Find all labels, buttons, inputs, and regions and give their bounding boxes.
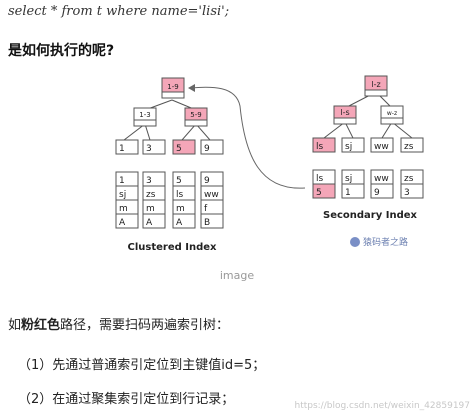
lookup-arrow bbox=[189, 86, 306, 189]
secondary-cell: 5 bbox=[316, 188, 322, 198]
secondary-cell: sj bbox=[345, 174, 352, 184]
wechat-icon bbox=[350, 236, 360, 247]
clustered-cell: A bbox=[119, 218, 126, 228]
secondary-leaf-keys: ls sj ww zs bbox=[312, 137, 424, 153]
secondary-mid-right-label: w-z bbox=[387, 110, 397, 117]
step-two: （2）在通过聚集索引定位到行记录； bbox=[18, 392, 235, 407]
clustered-cell: ls bbox=[176, 190, 184, 200]
secondary-cell: 1 bbox=[345, 188, 351, 198]
secondary-cell: zs bbox=[404, 174, 414, 184]
clustered-leaf-key: 5 bbox=[176, 144, 182, 154]
secondary-row-data bbox=[312, 169, 424, 199]
clustered-cell: ww bbox=[204, 190, 219, 200]
section-heading: 是如何执行的呢? bbox=[8, 43, 115, 59]
clustered-cell: 3 bbox=[146, 176, 152, 186]
clustered-root-label: 1-9 bbox=[167, 83, 178, 91]
secondary-root-label: l-z bbox=[371, 80, 380, 89]
clustered-leaf-key: 9 bbox=[204, 144, 210, 154]
paragraph-prefix: 如 bbox=[8, 318, 22, 333]
clustered-cell: 5 bbox=[176, 176, 182, 186]
clustered-row-data bbox=[115, 171, 224, 229]
secondary-cell: ww bbox=[374, 174, 389, 184]
secondary-leaf-key: ls bbox=[316, 142, 324, 152]
url-watermark: https://blog.csdn.net/weixin_42859197 bbox=[294, 401, 470, 411]
clustered-cell: 1 bbox=[119, 176, 125, 186]
arrow-head-icon bbox=[188, 84, 195, 92]
sql-query: select * from t where name='lisi'; bbox=[8, 4, 230, 19]
clustered-cell: sj bbox=[119, 190, 126, 200]
secondary-cell: ls bbox=[316, 174, 324, 184]
secondary-cell: 9 bbox=[374, 188, 380, 198]
secondary-cell: 3 bbox=[404, 188, 410, 198]
clustered-cell: B bbox=[204, 218, 210, 228]
clustered-leaf-key: 3 bbox=[146, 144, 152, 154]
secondary-index-tree bbox=[323, 91, 413, 139]
paragraph-path: 如粉红色路径，需要扫码两遍索引树： bbox=[8, 314, 229, 333]
secondary-index-label: Secondary Index bbox=[323, 210, 418, 221]
clustered-cell: 9 bbox=[204, 176, 210, 186]
secondary-leaf-key: ww bbox=[374, 142, 389, 152]
clustered-cell: m bbox=[176, 204, 185, 214]
clustered-cell: A bbox=[146, 218, 153, 228]
clustered-leaf-keys: 1 3 5 9 bbox=[115, 139, 224, 155]
clustered-leaf-key: 1 bbox=[119, 144, 125, 154]
brand-mark: 猿码者之路 bbox=[350, 235, 408, 248]
clustered-cell: f bbox=[204, 204, 208, 214]
clustered-cell: A bbox=[176, 218, 183, 228]
paragraph-suffix: 路径，需要扫码两遍索引树： bbox=[60, 318, 230, 333]
clustered-cell: zs bbox=[146, 190, 156, 200]
image-caption: image bbox=[219, 269, 255, 282]
brand-text: 猿码者之路 bbox=[363, 238, 409, 248]
clustered-mid-right-label: 5-9 bbox=[190, 111, 201, 119]
secondary-leaf-key: sj bbox=[345, 142, 352, 152]
secondary-leaf-key: zs bbox=[404, 142, 414, 152]
index-diagram: 1-9 1-3 5-9 1 3 5 9 bbox=[0, 66, 474, 266]
clustered-cell: m bbox=[146, 204, 155, 214]
clustered-cell: m bbox=[119, 204, 128, 214]
secondary-mid-left-label: l-s bbox=[340, 108, 349, 117]
paragraph-highlight: 粉红色 bbox=[21, 318, 61, 333]
clustered-index-label: Clustered Index bbox=[128, 242, 218, 253]
step-one: （1）先通过普通索引定位到主键值id=5； bbox=[18, 358, 266, 373]
clustered-mid-left-label: 1-3 bbox=[139, 111, 150, 119]
